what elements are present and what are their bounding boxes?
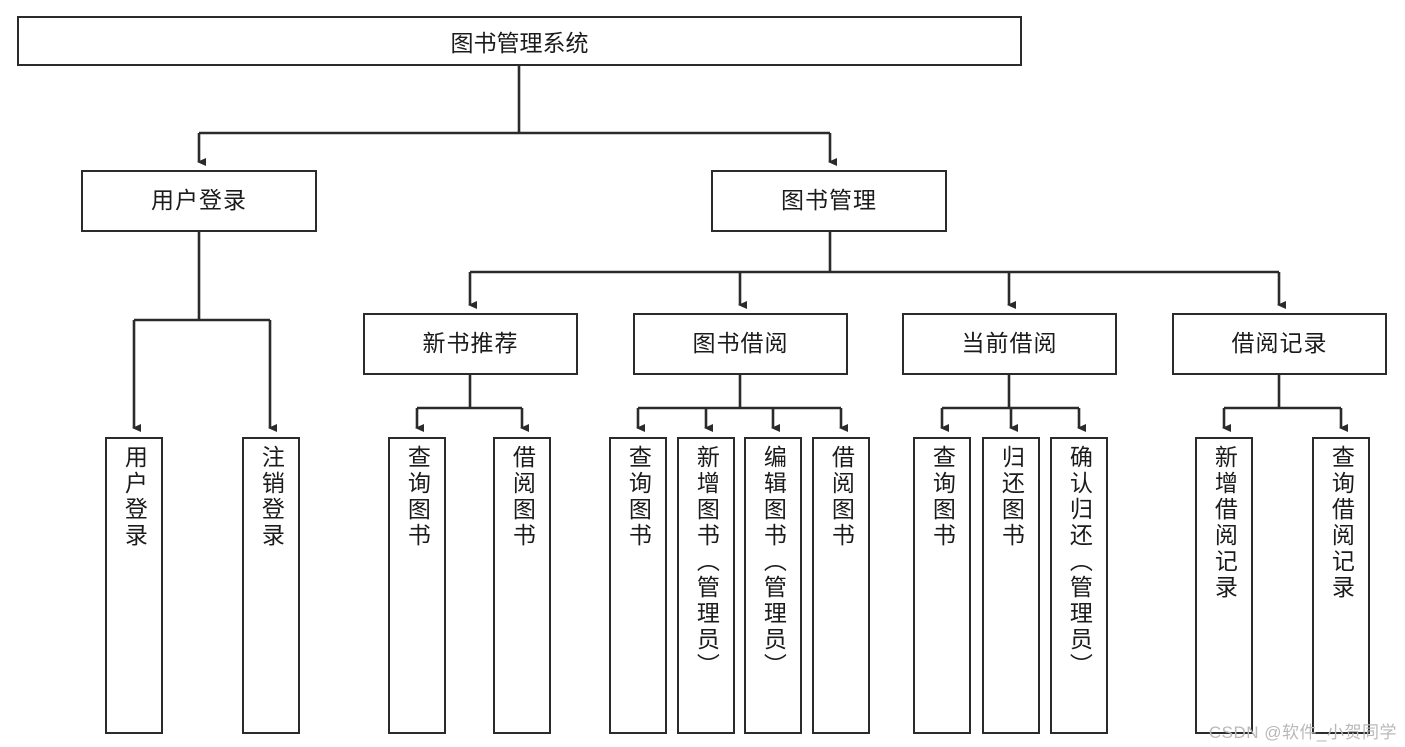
node-leaf-borrow-books-bb[interactable]: 借阅图书 [812,437,870,734]
node-current-borrowing[interactable]: 当前借阅 [902,313,1117,375]
node-leaf-borrow-books-nbr[interactable]: 借阅图书 [493,437,551,734]
node-leaf-query-books-bb[interactable]: 查询图书 [609,437,667,734]
node-leaf-return-books[interactable]: 归还图书 [982,437,1040,734]
node-label: 新增借阅记录 [1211,445,1238,601]
node-root-book-management-system[interactable]: 图书管理系统 [17,16,1022,66]
node-label: 查询图书 [929,445,956,549]
node-label: 用户登录 [121,445,148,549]
node-borrowing-record[interactable]: 借阅记录 [1172,313,1387,375]
node-leaf-add-book-admin[interactable]: 新增图书（管理员） [677,437,735,734]
node-new-book-recommendation[interactable]: 新书推荐 [363,313,578,375]
node-label: 借阅图书 [828,445,855,549]
node-label: 图书借阅 [692,330,789,357]
node-label: 用户登录 [151,187,247,214]
node-book-management[interactable]: 图书管理 [711,170,947,232]
node-leaf-query-books-cb[interactable]: 查询图书 [913,437,971,734]
node-label: 当前借阅 [961,330,1058,357]
node-label: 编辑图书（管理员） [760,445,787,679]
node-leaf-edit-book-admin[interactable]: 编辑图书（管理员） [744,437,802,734]
node-label: 新增图书（管理员） [693,445,720,679]
node-leaf-query-books-nbr[interactable]: 查询图书 [388,437,446,734]
node-label: 借阅图书 [509,445,536,549]
node-label: 查询图书 [625,445,652,549]
node-leaf-user-login[interactable]: 用户登录 [105,437,163,734]
node-label: 图书管理系统 [450,30,589,56]
node-leaf-confirm-return-admin[interactable]: 确认归还（管理员） [1050,437,1108,734]
node-label: 查询图书 [404,445,431,549]
node-user-login[interactable]: 用户登录 [81,170,317,232]
node-leaf-query-borrow-record[interactable]: 查询借阅记录 [1312,437,1370,734]
node-leaf-add-borrow-record[interactable]: 新增借阅记录 [1195,437,1253,734]
node-label: 归还图书 [998,445,1025,549]
node-label: 图书管理 [781,187,877,214]
node-label: 借阅记录 [1231,330,1328,357]
node-label: 注销登录 [258,445,285,549]
node-label: 新书推荐 [422,330,519,357]
node-book-borrowing[interactable]: 图书借阅 [633,313,848,375]
node-label: 查询借阅记录 [1328,445,1355,601]
node-label: 确认归还（管理员） [1066,445,1093,679]
node-leaf-logout[interactable]: 注销登录 [242,437,300,734]
